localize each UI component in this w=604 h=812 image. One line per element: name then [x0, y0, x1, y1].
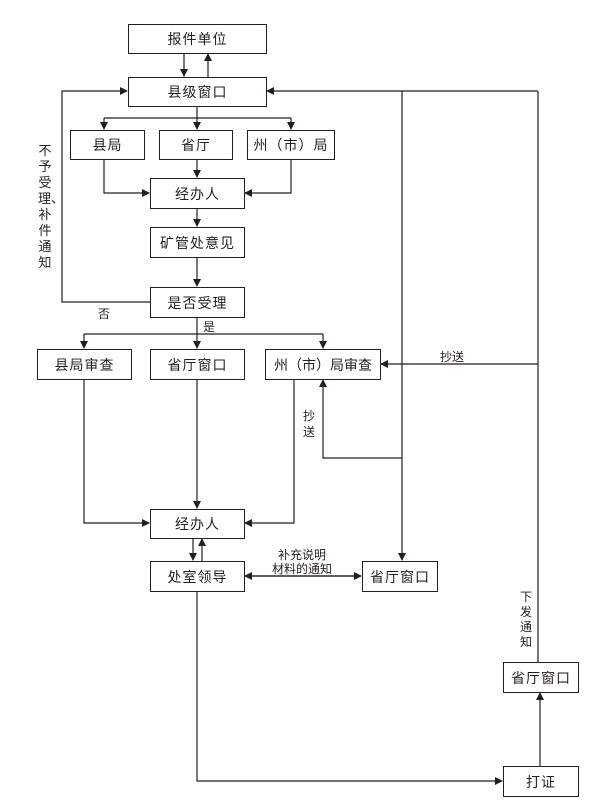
node-mining-office-opinion: 矿管处意见	[150, 227, 245, 258]
node-handler-top: 经办人	[150, 178, 245, 209]
edge-leader-to-certificate	[196, 591, 503, 785]
label-cc-right: 抄送	[440, 350, 465, 364]
node-handler-bottom: 经办人	[150, 509, 245, 539]
edge-prefecture-bureau-to-handler	[244, 160, 292, 197]
label-supplement-line2: 材料的通知	[272, 562, 333, 576]
node-issue-certificate: 打证	[503, 766, 579, 797]
node-prefecture-bureau: 州（市）局	[247, 130, 335, 160]
node-province-window-3: 省厅窗口	[503, 662, 579, 693]
node-county-bureau-review: 县局审查	[37, 349, 132, 380]
node-county-bureau: 县局	[70, 130, 145, 160]
label-yes: 是	[203, 320, 216, 334]
node-division-leader: 处室领导	[150, 561, 245, 592]
edge-reject-loop	[61, 87, 150, 303]
node-province-dept: 省厅	[159, 130, 233, 160]
node-applicant: 报件单位	[128, 24, 267, 54]
node-accept-decision: 是否受理	[150, 287, 245, 318]
label-supplement-line1: 补充说明	[278, 548, 327, 562]
edge-prefecture-review-to-handler	[244, 379, 295, 527]
label-no: 否	[98, 307, 111, 321]
edge-cc-vertical	[319, 379, 402, 459]
edge-county-review-to-handler	[83, 379, 150, 527]
node-county-window: 县级窗口	[128, 77, 267, 107]
label-reject-notice: 不予受理、补件通知	[38, 144, 65, 271]
node-prefecture-bureau-review: 州（市）局审查	[265, 349, 381, 380]
node-province-window-2: 省厅窗口	[362, 561, 438, 592]
label-cc-vertical: 抄送	[302, 409, 315, 439]
label-issue-notice: 下发通知	[519, 590, 532, 649]
node-province-window-1: 省厅窗口	[150, 349, 245, 380]
edge-county-bureau-to-handler	[103, 160, 150, 197]
